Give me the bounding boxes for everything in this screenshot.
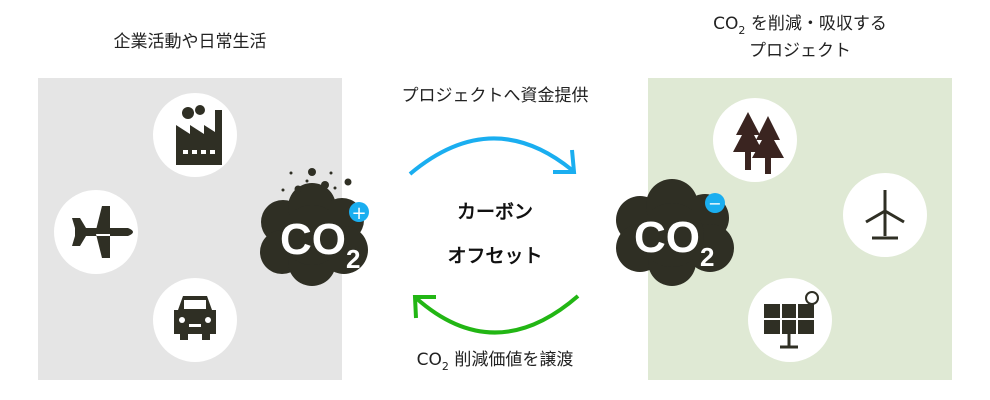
minus-badge-icon: − bbox=[705, 193, 725, 213]
center-line1: カーボン bbox=[456, 201, 533, 223]
airplane-icon bbox=[54, 190, 138, 274]
top-arrow-label: プロジェクトへ資金提供 bbox=[401, 86, 589, 106]
carbon-offset-label: カーボン オフセット bbox=[420, 190, 570, 278]
co-text: CO bbox=[713, 14, 739, 34]
sub-text: 2 bbox=[441, 360, 449, 373]
forest-icon bbox=[713, 98, 797, 182]
left-title: 企業活動や日常生活 bbox=[113, 32, 267, 52]
plus-badge-icon: + bbox=[349, 202, 369, 224]
minus-sign: − bbox=[708, 194, 721, 213]
bottom-arrow-label: CO2 削減価値を譲渡 bbox=[360, 350, 630, 377]
blue-arrow-icon bbox=[408, 136, 577, 176]
rest-text: を削減・吸収する bbox=[745, 14, 887, 34]
solar-panel-icon bbox=[748, 278, 832, 362]
plus-sign: + bbox=[351, 203, 366, 224]
center-line2: オフセット bbox=[447, 245, 543, 267]
right-title: CO2 を削減・吸収する プロジェクト bbox=[648, 14, 952, 61]
sub-text: 2 bbox=[738, 24, 746, 37]
co2-text: CO2 bbox=[634, 213, 714, 272]
factory-icon bbox=[153, 93, 237, 177]
co2-text: CO2 bbox=[280, 215, 360, 274]
co-text: CO bbox=[416, 350, 442, 370]
co2-reduction-cloud-icon: CO2 bbox=[616, 179, 734, 286]
co2-emission-cloud-icon: CO2 bbox=[260, 168, 368, 286]
green-arrow-icon bbox=[412, 294, 580, 335]
rest-text: 削減価値を譲渡 bbox=[448, 350, 574, 370]
right-title-line2: プロジェクト bbox=[749, 41, 851, 61]
car-icon bbox=[153, 278, 237, 362]
wind-turbine-icon bbox=[843, 173, 927, 257]
